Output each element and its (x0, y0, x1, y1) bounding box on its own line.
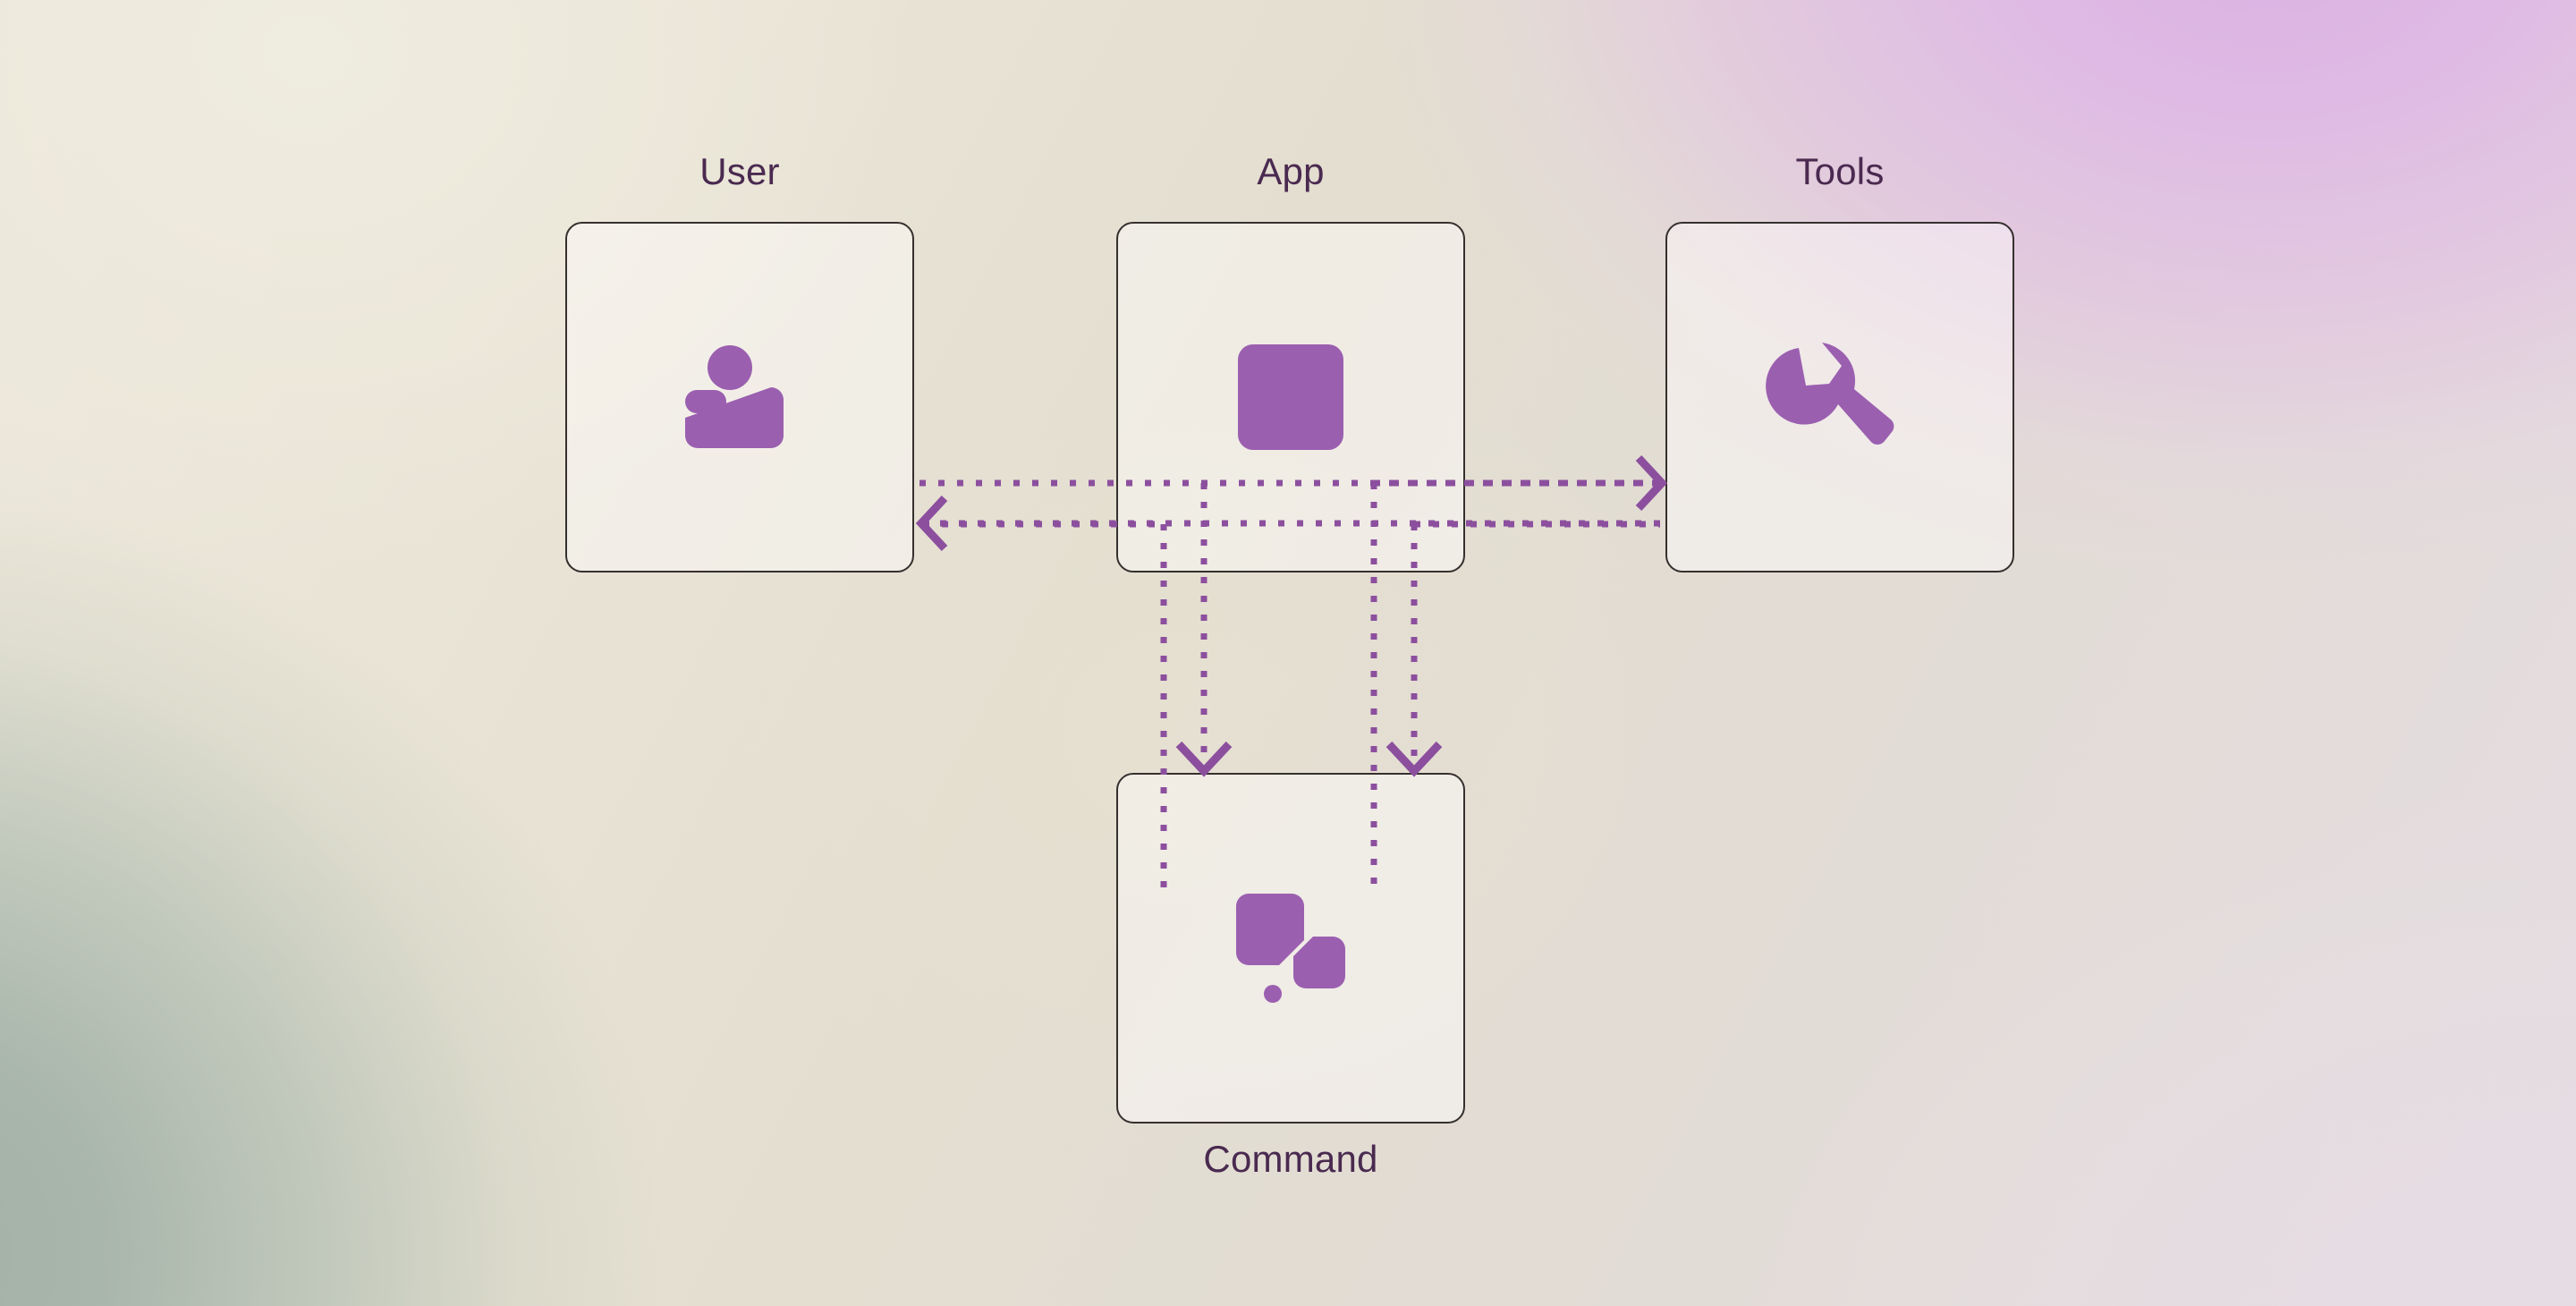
node-user[interactable] (565, 222, 914, 572)
node-command[interactable] (1116, 773, 1465, 1124)
node-label-user: User (699, 150, 780, 192)
node-label-command: Command (1203, 1138, 1378, 1180)
node-app[interactable] (1116, 222, 1465, 572)
person-icon (682, 339, 798, 455)
node-label-tools: Tools (1795, 150, 1885, 192)
node-tools[interactable] (1665, 222, 2014, 572)
rounded-square-icon (1233, 339, 1349, 455)
blocks-icon (1233, 890, 1349, 1006)
wrench-icon (1766, 339, 1898, 455)
node-label-app: App (1257, 150, 1325, 192)
